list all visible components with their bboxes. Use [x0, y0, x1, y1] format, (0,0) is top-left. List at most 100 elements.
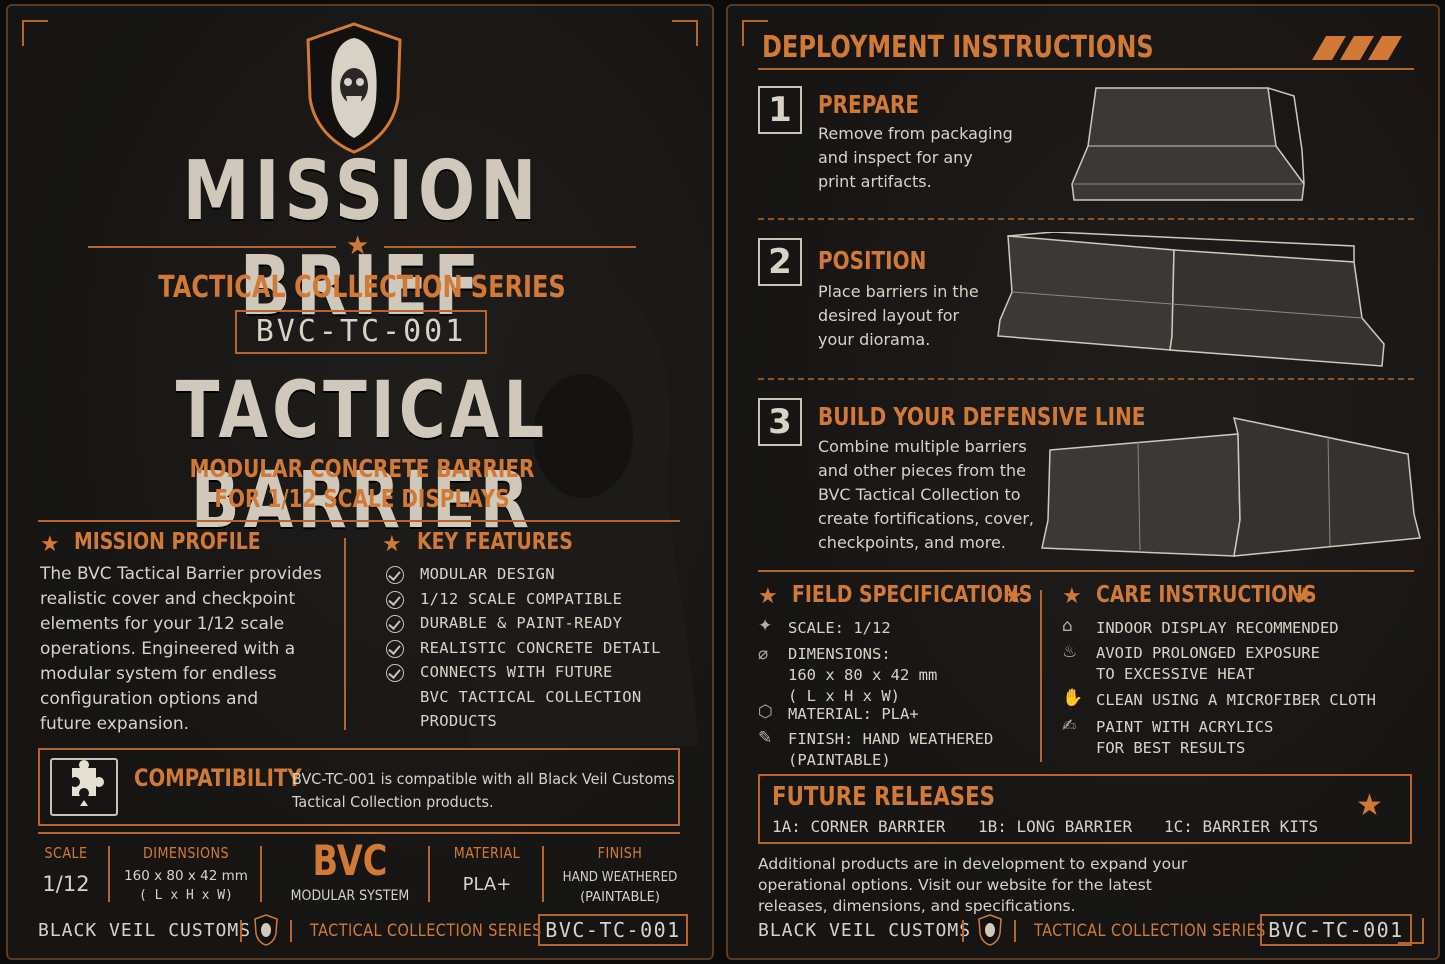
frame-corner [22, 20, 48, 46]
footer-code: BVC-TC-001 [538, 914, 688, 946]
column-divider [1040, 590, 1042, 762]
frame-corner [672, 20, 698, 46]
scale-label: SCALE [44, 844, 88, 862]
step-title: BUILD YOUR DEFENSIVE LINE [818, 402, 1146, 431]
hooded-figure-watermark [468, 276, 698, 746]
release-item: 1C: BARRIER KITS [1164, 817, 1319, 836]
footer-series: TACTICAL COLLECTION SERIES [310, 921, 542, 941]
skull-shield-icon [978, 914, 1002, 946]
spec-divider [542, 846, 544, 902]
home-icon: ⌂ [1062, 616, 1073, 636]
barrier-illustration-single [1071, 87, 1305, 201]
footer-divider [962, 920, 964, 942]
skull-shield-icon [254, 914, 278, 946]
finish-note: (PAINTABLE) [580, 890, 660, 905]
footer-series: TACTICAL COLLECTION SERIES [1034, 921, 1266, 941]
feature-item-continued: BVC TACTICAL COLLECTION [420, 687, 642, 706]
feature-item: REALISTIC CONCRETE DETAIL [386, 636, 661, 661]
step-title: PREPARE [818, 90, 920, 119]
spec-dimensions: DIMENSIONS: 160 x 80 x 42 mm ( L x H x W… [788, 645, 938, 705]
compatibility-box: COMPATIBILITY BVC-TC-001 is compatible w… [38, 748, 680, 826]
step-title: POSITION [818, 246, 927, 275]
page-title: MISSION BRIEF [182, 144, 542, 334]
deployment-instructions-card: DEPLOYMENT INSTRUCTIONS 1 PREPARE Remove… [726, 4, 1440, 960]
series-title: TACTICAL COLLECTION SERIES [158, 270, 566, 305]
feature-item: CONNECTS WITH FUTURE [386, 660, 661, 685]
product-code: BVC-TC-001 [235, 310, 487, 354]
column-divider [344, 538, 346, 730]
step-text: Place barriers in the desired layout for… [818, 282, 979, 349]
star-icon: ★ [40, 532, 60, 557]
dimensions-note: ( L x H x W) [139, 888, 233, 903]
dimensions-value: 160 x 80 x 42 mm [124, 868, 248, 884]
care-item: AVOID PROLONGED EXPOSURE TO EXCESSIVE HE… [1096, 644, 1320, 683]
section-divider [758, 68, 1414, 70]
feature-item-continued: PRODUCTS [420, 712, 498, 730]
frame-corner [742, 20, 768, 46]
development-note: Additional products are in development t… [758, 855, 1188, 915]
release-item: 1A: CORNER BARRIER [772, 817, 946, 836]
paint-icon: ✍ [1062, 716, 1077, 736]
care-item: INDOOR DISPLAY RECOMMENDED [1096, 619, 1339, 637]
footer-divider [290, 920, 292, 942]
step-divider [758, 218, 1414, 220]
step-text: Combine multiple barriers and other piec… [818, 437, 1034, 552]
barrier-illustration-pair [997, 232, 1385, 367]
hooded-skull-shield-logo [306, 22, 402, 154]
spec-material: MATERIAL: PLA+ [788, 705, 919, 723]
section-divider [38, 520, 680, 522]
flame-icon: ♨ [1062, 642, 1078, 662]
check-circle-icon [386, 566, 404, 584]
compatibility-heading: COMPATIBILITY [134, 764, 302, 792]
product-subtitle: FOR 1/12 SCALE DISPLAYS [214, 484, 510, 513]
mission-profile-text: The BVC Tactical Barrier provides realis… [40, 564, 322, 734]
spec-scale: SCALE: 1/12 [788, 619, 891, 637]
step-number: 3 [758, 398, 802, 446]
field-specs-heading: FIELD SPECIFICATIONS [792, 582, 1033, 608]
feature-item: DURABLE & PAINT-READY [386, 611, 661, 636]
figure-icon: ✦ [758, 616, 773, 636]
star-icon: ★ [1004, 584, 1024, 609]
key-features-heading: KEY FEATURES [417, 529, 573, 555]
care-item: CLEAN USING A MICROFIBER CLOTH [1096, 691, 1376, 709]
star-icon: ★ [1062, 584, 1082, 609]
footer-brand: BLACK VEIL CUSTOMS [758, 920, 972, 941]
section-divider [758, 570, 1414, 572]
mission-profile-heading: MISSION PROFILE [74, 529, 261, 555]
star-icon: ★ [1294, 584, 1314, 609]
title-divider [88, 246, 336, 248]
compatibility-text: BVC-TC-001 is compatible with all Black … [292, 770, 675, 811]
footer-divider [1014, 920, 1016, 942]
future-releases-heading: FUTURE RELEASES [772, 782, 996, 812]
barrier-illustration-corner [1041, 417, 1421, 557]
material-value: PLA+ [462, 874, 512, 895]
ruler-icon: ⌀ [758, 644, 769, 664]
scale-value: 1/12 [42, 872, 90, 896]
title-divider [384, 246, 636, 248]
brand-subtitle: MODULAR SYSTEM [290, 888, 410, 904]
step-divider [758, 378, 1414, 380]
section-divider [38, 832, 680, 834]
puzzle-icon-frame [50, 758, 118, 816]
hazard-stripes-icon [1312, 36, 1402, 60]
finish-label: FINISH [597, 844, 643, 862]
feature-item: 1/12 SCALE COMPATIBLE [386, 587, 661, 612]
key-features-list: MODULAR DESIGN 1/12 SCALE COMPATIBLE DUR… [386, 562, 661, 734]
spec-finish: FINISH: HAND WEATHERED (PAINTABLE) [788, 730, 994, 769]
spec-divider [428, 846, 430, 902]
puzzle-piece-icon [72, 760, 104, 806]
spec-divider [260, 846, 262, 902]
step-number: 1 [758, 86, 802, 134]
mission-brief-card: MISSION BRIEF ★ TACTICAL COLLECTION SERI… [6, 4, 714, 960]
star-icon: ★ [382, 532, 402, 557]
care-item: PAINT WITH ACRYLICS FOR BEST RESULTS [1096, 718, 1274, 757]
check-circle-icon [386, 590, 404, 609]
star-icon: ★ [758, 584, 778, 609]
brand-mark: BVC [312, 836, 388, 885]
instructions-heading: DEPLOYMENT INSTRUCTIONS [762, 30, 1154, 65]
check-circle-icon [386, 615, 404, 633]
release-item: 1B: LONG BARRIER [978, 817, 1133, 836]
star-icon: ★ [346, 231, 370, 261]
care-heading: CARE INSTRUCTIONS [1096, 582, 1317, 608]
material-label: MATERIAL [453, 844, 521, 862]
